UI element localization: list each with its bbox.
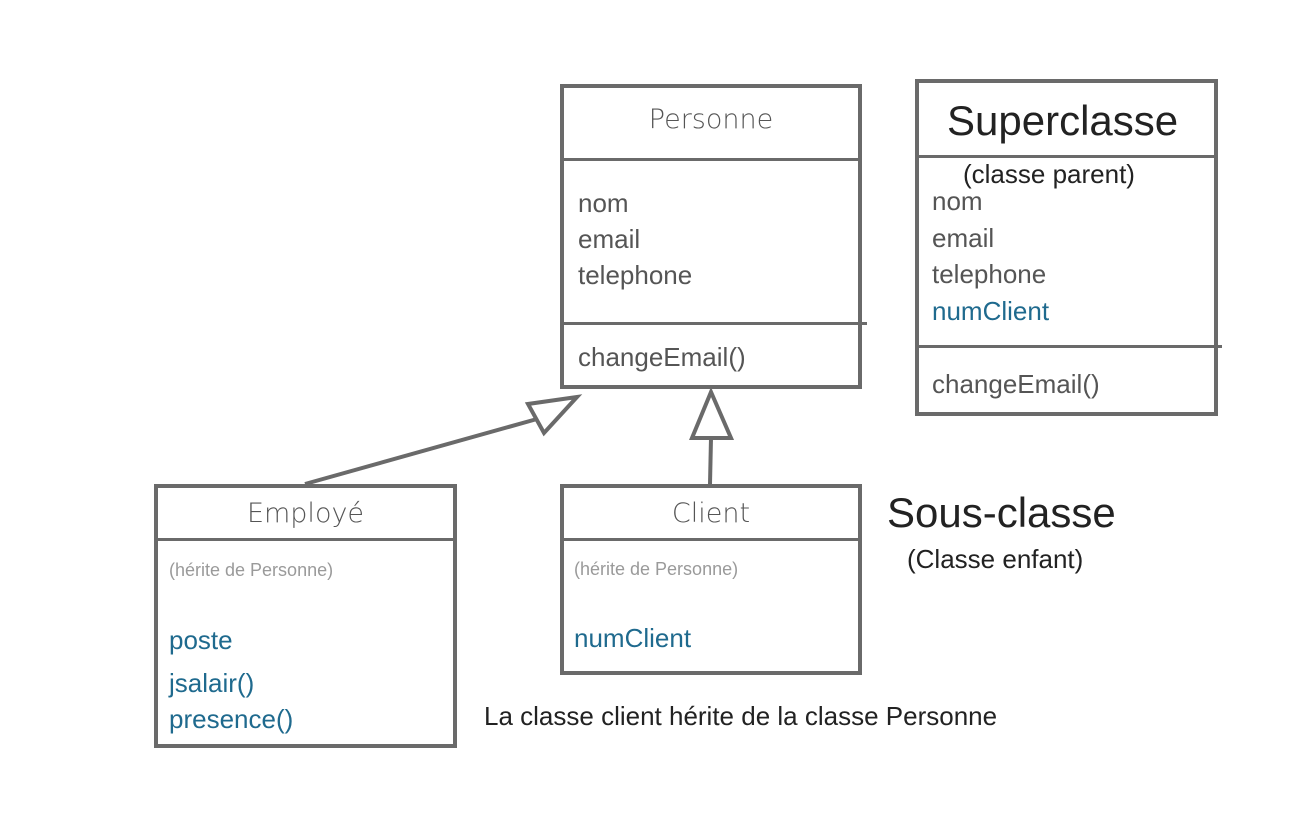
personne-name-separator <box>560 158 862 161</box>
client-class-name: Client <box>671 498 751 529</box>
superclasse-attr-nom: nom <box>932 186 983 216</box>
client-inheritance-arrowhead <box>689 386 735 440</box>
employe-inheritance-line <box>304 417 538 486</box>
caption-text: La classe client hérite de la classe Per… <box>484 701 998 731</box>
classe-enfant-label: (Classe enfant) <box>907 544 1084 574</box>
personne-attr-telephone: telephone <box>578 260 693 290</box>
personne-class-name: Personne <box>648 104 774 135</box>
superclasse-title: Superclasse <box>947 97 1179 144</box>
employe-class-name: Employé <box>246 498 365 529</box>
employe-inheritance-arrowhead <box>524 394 583 437</box>
employe-method-presence: presence() <box>169 704 294 734</box>
client-inheritance-line <box>708 437 713 485</box>
personne-method-changeemail: changeEmail() <box>578 342 746 372</box>
employe-inherits-note: (hérite de Personne) <box>169 560 334 580</box>
superclasse-box: Superclasse (classe parent) nom email te… <box>915 79 1222 416</box>
superclasse-attr-email: email <box>932 223 995 253</box>
employe-name-separator <box>154 538 457 541</box>
personne-class-box: Personne nom email telephone changeEmail… <box>560 84 867 389</box>
client-inherits-note: (hérite de Personne) <box>574 559 739 579</box>
superclasse-title-separator <box>915 155 1218 158</box>
personne-attr-email: email <box>578 224 641 254</box>
client-name-separator <box>560 538 862 541</box>
superclasse-attr-separator <box>915 345 1222 348</box>
sous-classe-label: Sous-classe <box>887 489 1116 536</box>
personne-attr-nom: nom <box>578 188 629 218</box>
client-attr-numclient: numClient <box>574 623 692 653</box>
superclasse-attr-numclient: numClient <box>932 296 1050 326</box>
superclasse-subtitle: (classe parent) <box>963 159 1135 189</box>
client-class-box: Client (hérite de Personne) numClient <box>560 484 862 675</box>
superclasse-attr-telephone: telephone <box>932 259 1047 289</box>
employe-class-box: Employé (hérite de Personne) poste jsala… <box>154 484 457 748</box>
employe-attr-poste: poste <box>169 625 233 655</box>
employe-method-jsalair: jsalair() <box>169 668 255 698</box>
superclasse-method-changeemail: changeEmail() <box>932 369 1100 399</box>
personne-attr-separator <box>560 322 867 325</box>
